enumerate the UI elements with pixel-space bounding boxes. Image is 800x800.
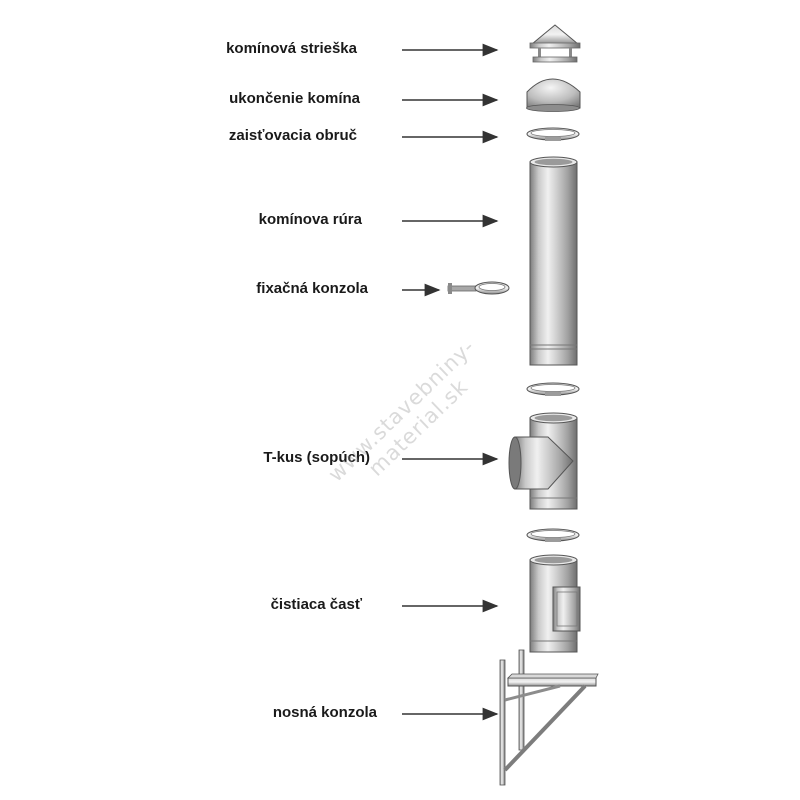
chimney-termination-part [526, 78, 581, 112]
locking-band-middle-part [526, 382, 580, 396]
arrows [402, 43, 499, 721]
label-locking-band-top: zaisťovacia obruč [228, 127, 357, 144]
label-chimney-pipe: komínova rúra [258, 211, 362, 228]
cleaning-section-part [529, 554, 581, 653]
t-piece-part [508, 412, 578, 510]
chimney-cap-part [529, 24, 581, 63]
support-bracket-part [499, 649, 599, 786]
label-support-bracket: nosná konzola [272, 704, 377, 721]
label-t-piece: T-kus (sopúch) [263, 449, 370, 466]
locking-band-top-part [526, 127, 580, 141]
locking-band-lower-part [526, 528, 580, 542]
fixing-bracket-part [447, 281, 510, 295]
label-cleaning-section: čistiaca časť [270, 596, 362, 613]
label-chimney-termination: ukončenie komína [229, 90, 360, 107]
label-fixing-bracket: fixačná konzola [256, 280, 368, 297]
chimney-pipe-part [529, 156, 578, 366]
label-chimney-cap: komínová strieška [226, 40, 357, 57]
